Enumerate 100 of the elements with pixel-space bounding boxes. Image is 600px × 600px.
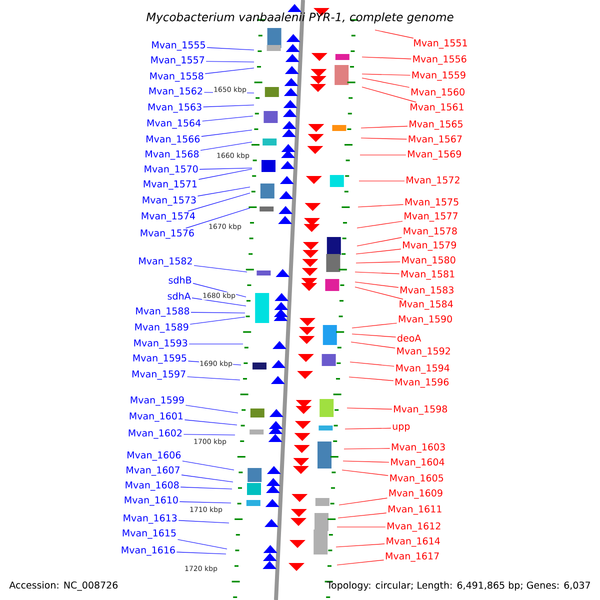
leader-line xyxy=(197,186,250,196)
gene-label: Mvan_1571 xyxy=(144,180,197,190)
gene-label: Mvan_1598 xyxy=(394,405,448,415)
gene-label: Mvan_1606 xyxy=(128,451,181,461)
gene-label: Mvan_1601 xyxy=(130,412,183,422)
gene-label: Mvan_1614 xyxy=(386,537,440,547)
gene-label: Mvan_1580 xyxy=(402,256,456,266)
leader-line xyxy=(356,237,402,246)
gene-label: Mvan_1577 xyxy=(404,212,458,222)
leader-line xyxy=(356,248,402,254)
leader-line xyxy=(180,486,232,490)
leader-line xyxy=(360,126,408,128)
gene-label: Mvan_1578 xyxy=(404,227,457,237)
leader-line xyxy=(354,286,404,300)
gene-label: Mvan_1610 xyxy=(124,496,178,506)
leader-line xyxy=(206,47,254,50)
leader-line xyxy=(181,474,234,482)
gene-label: Mvan_1572 xyxy=(406,176,460,186)
gene-label: Mvan_1559 xyxy=(412,71,466,81)
leader-line xyxy=(185,404,238,414)
leader-line xyxy=(200,142,252,151)
gene-label: Mvan_1611 xyxy=(388,505,442,515)
leader-line xyxy=(204,68,254,74)
leader-line xyxy=(179,501,232,504)
gene-label: Mvan_1604 xyxy=(391,458,444,468)
leader-line xyxy=(356,220,403,228)
leader-line xyxy=(188,192,250,212)
gene-label: Mvan_1568 xyxy=(146,150,199,160)
gene-label: Mvan_1561 xyxy=(410,103,464,113)
gene-label: Mvan_1558 xyxy=(150,72,204,82)
leader-line xyxy=(354,272,400,274)
leader-line xyxy=(348,376,394,381)
leader-line xyxy=(350,362,394,367)
gene-label: Mvan_1569 xyxy=(408,150,462,160)
leader-line xyxy=(202,116,254,122)
gene-label: Mvan_1613 xyxy=(124,514,177,524)
gene-label: Mvan_1608 xyxy=(126,481,179,491)
leader-line xyxy=(344,448,390,450)
leader-line xyxy=(336,560,384,566)
leader-line xyxy=(346,408,392,410)
leader-line xyxy=(338,512,387,518)
leader-line xyxy=(203,104,254,108)
leader-line xyxy=(178,520,230,524)
gene-label: Mvan_1567 xyxy=(408,135,462,145)
leader-line xyxy=(374,30,414,39)
leader-line xyxy=(190,316,246,325)
leader-line xyxy=(186,208,250,228)
gene-label: Mvan_1617 xyxy=(386,552,439,562)
gene-label: Mvan_1612 xyxy=(388,522,440,532)
leader-line xyxy=(198,168,252,180)
gene-label: Mvan_1563 xyxy=(148,103,202,113)
leader-line xyxy=(206,61,254,62)
gene-label: Mvan_1609 xyxy=(389,489,442,499)
gene-label: Mvan_1582 xyxy=(139,257,192,267)
gene-label: deoA xyxy=(398,334,422,342)
gene-label: Mvan_1562 xyxy=(149,87,202,97)
leader-line xyxy=(360,154,406,156)
footer-text: Accession: NC_008726 xyxy=(9,581,118,591)
gene-label: Mvan_1596 xyxy=(396,378,449,388)
leader-line xyxy=(354,282,399,288)
leader-line xyxy=(182,460,234,470)
leader-line xyxy=(338,498,388,506)
leader-line xyxy=(358,204,404,208)
leader-line xyxy=(356,262,400,264)
gene-label: Mvan_1583 xyxy=(400,286,454,296)
gene-label: sdhB xyxy=(168,276,192,284)
leader-line xyxy=(362,56,412,60)
leader-line xyxy=(362,86,416,102)
gene-label: Mvan_1594 xyxy=(396,364,450,374)
footer-text: Topology: circular; Length: 6,491,865 bp; Genes: 6,037 xyxy=(326,581,590,591)
gene-label: sdhA xyxy=(168,292,191,300)
leader-line xyxy=(342,470,388,476)
gene-label: Mvan_1593 xyxy=(134,339,188,349)
leader-line xyxy=(350,342,396,348)
leader-line xyxy=(183,434,236,436)
gene-label: Mvan_1565 xyxy=(410,120,462,130)
gene-label: Mvan_1590 xyxy=(398,315,452,325)
gene-label: Mvan_1597 xyxy=(132,370,186,380)
gene-label: Mvan_1603 xyxy=(392,443,445,453)
leader-line xyxy=(352,322,398,328)
gene-label: Mvan_1560 xyxy=(411,88,464,98)
gene-label: Mvan_1584 xyxy=(400,300,453,310)
gene-label: Mvan_1576 xyxy=(140,229,194,239)
gene-label: Mvan_1602 xyxy=(128,429,182,439)
gene-label: Mvan_1556 xyxy=(413,55,466,65)
gene-label: Mvan_1575 xyxy=(405,198,458,208)
leader-line xyxy=(201,130,252,137)
gene-label: Mvan_1574 xyxy=(142,212,195,222)
leader-line xyxy=(362,74,410,76)
gene-label: Mvan_1589 xyxy=(135,323,188,333)
leader-line xyxy=(194,265,248,272)
title: Mycobacterium vanbaalenii PYR-1, complete genome xyxy=(146,12,454,24)
leader-line xyxy=(360,138,407,140)
leader-line xyxy=(362,78,410,88)
leader-line xyxy=(352,334,396,338)
gene-label: Mvan_1592 xyxy=(397,347,450,357)
gene-label: Mvan_1551 xyxy=(414,39,467,49)
gene-label: Mvan_1570 xyxy=(144,165,198,175)
leader-line xyxy=(336,544,385,548)
leader-line xyxy=(190,312,246,314)
